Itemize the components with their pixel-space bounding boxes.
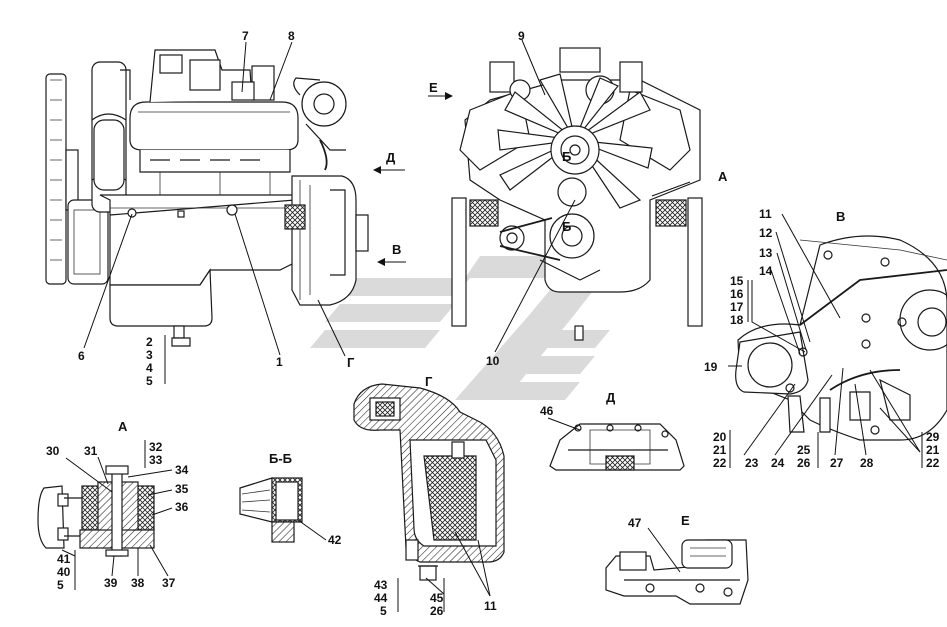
view-title-g: Г bbox=[425, 374, 433, 389]
callout-1: 1 bbox=[276, 355, 283, 369]
callout-18: 18 bbox=[730, 313, 744, 327]
section-label-b-top: Б bbox=[562, 149, 571, 164]
view-d-flange bbox=[549, 423, 685, 471]
leader-lines bbox=[61, 39, 923, 612]
callout-30: 30 bbox=[46, 444, 60, 458]
callout-43: 43 bbox=[374, 578, 388, 592]
callout-13: 13 bbox=[759, 246, 773, 260]
callout-24: 24 bbox=[771, 456, 785, 470]
callout-38: 38 bbox=[131, 576, 145, 590]
callout-15: 15 bbox=[730, 274, 744, 288]
callout-33: 33 bbox=[149, 453, 163, 467]
callout-42: 42 bbox=[328, 533, 342, 547]
callout-35: 35 bbox=[175, 482, 189, 496]
callout-16: 16 bbox=[730, 287, 744, 301]
arrow-label-v: В bbox=[392, 242, 401, 257]
front-fan bbox=[497, 73, 653, 209]
engine-front-view bbox=[451, 47, 703, 341]
callout-44: 44 bbox=[374, 591, 388, 605]
callout-26-v: 26 bbox=[797, 456, 811, 470]
callout-47: 47 bbox=[628, 516, 642, 530]
view-v-housing bbox=[735, 235, 947, 441]
callout-45: 45 bbox=[430, 591, 444, 605]
callout-25: 25 bbox=[797, 443, 811, 457]
view-bb-section bbox=[239, 477, 303, 543]
callout-11-v: 11 bbox=[759, 207, 772, 221]
arrow-label-d: Д bbox=[386, 150, 396, 165]
callout-37: 37 bbox=[162, 576, 176, 590]
callout-5: 5 bbox=[146, 374, 153, 388]
callout-34: 34 bbox=[175, 463, 189, 477]
callout-39: 39 bbox=[104, 576, 118, 590]
arrow-label-e: Е bbox=[429, 80, 438, 95]
view-title-v: В bbox=[836, 209, 845, 224]
section-label-b-bottom: Б bbox=[562, 219, 571, 234]
callout-5-g: 5 bbox=[380, 604, 387, 618]
view-e-manifold bbox=[605, 539, 749, 605]
callout-36: 36 bbox=[175, 500, 189, 514]
callout-21-b: 21 bbox=[926, 443, 940, 457]
callout-28: 28 bbox=[860, 456, 874, 470]
callout-22-b: 22 bbox=[926, 456, 940, 470]
callout-9: 9 bbox=[518, 29, 525, 43]
view-g-section bbox=[353, 383, 505, 581]
callout-46: 46 bbox=[540, 404, 554, 418]
callout-10: 10 bbox=[486, 354, 500, 368]
callout-4: 4 bbox=[146, 361, 153, 375]
callout-2: 2 bbox=[146, 335, 153, 349]
view-a-mount bbox=[37, 465, 155, 557]
callout-29: 29 bbox=[926, 430, 940, 444]
callout-11-g: 11 bbox=[484, 599, 497, 613]
arrow-label-g: Г bbox=[347, 355, 355, 370]
view-title-bb: Б-Б bbox=[269, 451, 292, 466]
callout-19: 19 bbox=[704, 360, 718, 374]
callout-5-a: 5 bbox=[57, 578, 64, 592]
callout-17: 17 bbox=[730, 300, 744, 314]
view-title-e: Е bbox=[681, 513, 690, 528]
callout-6: 6 bbox=[78, 349, 85, 363]
callout-21-a: 21 bbox=[713, 443, 727, 457]
callout-8: 8 bbox=[288, 29, 295, 43]
view-title-a: А bbox=[118, 419, 128, 434]
callout-12: 12 bbox=[759, 226, 773, 240]
callout-14-label: 14 bbox=[759, 264, 773, 278]
callout-40: 40 bbox=[57, 565, 71, 579]
callout-23: 23 bbox=[745, 456, 759, 470]
callout-7: 7 bbox=[242, 29, 249, 43]
callout-22-a: 22 bbox=[713, 456, 727, 470]
callout-3: 3 bbox=[146, 348, 153, 362]
fan-blade bbox=[45, 73, 67, 285]
arrow-label-a: А bbox=[718, 169, 728, 184]
callout-41: 41 bbox=[57, 552, 71, 566]
labels: А Б-Б В Г Д Е Д В Е А Г Б Б 1 6 7 8 9 10… bbox=[46, 29, 940, 618]
callout-27: 27 bbox=[830, 456, 844, 470]
callout-32: 32 bbox=[149, 440, 163, 454]
callout-26-g: 26 bbox=[430, 604, 444, 618]
engine-side-view bbox=[45, 49, 369, 347]
callout-20: 20 bbox=[713, 430, 727, 444]
view-arrows bbox=[373, 92, 453, 266]
view-title-d: Д bbox=[606, 390, 616, 405]
callout-31: 31 bbox=[84, 444, 98, 458]
